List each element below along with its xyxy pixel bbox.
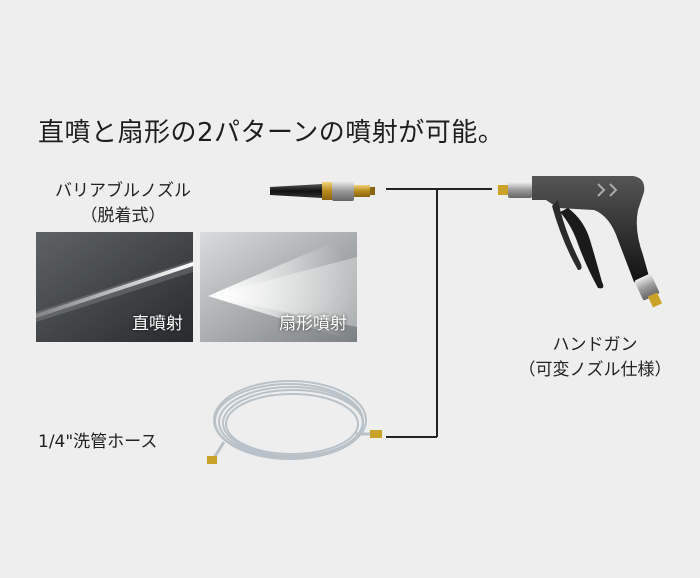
hand-gun-label: ハンドガン （可変ノズル仕様） [500, 330, 690, 380]
variable-nozzle-image [266, 176, 376, 206]
nozzle-name: バリアブルノズル [55, 181, 191, 201]
hand-gun-name: ハンドガン [552, 335, 638, 355]
hose-label: 1/4"洗管ホース [38, 432, 158, 452]
straight-spray-caption: 直噴射 [132, 314, 183, 334]
page-title: 直噴と扇形の2パターンの噴射が可能。 [38, 118, 505, 148]
nozzle-sub: （脱着式） [80, 206, 166, 226]
fan-spray-photo: 扇形噴射 [200, 232, 357, 342]
hand-gun-sub: （可変ノズル仕様） [518, 360, 672, 380]
nozzle-label: バリアブルノズル （脱着式） [28, 176, 218, 226]
fan-spray-caption: 扇形噴射 [279, 314, 347, 334]
hose-image [196, 372, 386, 482]
straight-spray-photo: 直噴射 [36, 232, 193, 342]
hand-gun-image [498, 170, 668, 320]
